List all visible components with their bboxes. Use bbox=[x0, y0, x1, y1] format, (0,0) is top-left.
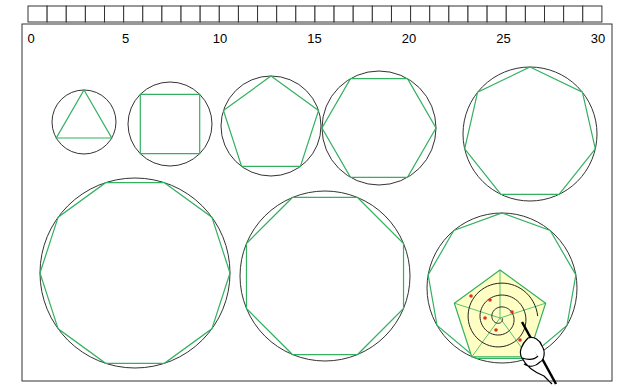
ruler-number: 10 bbox=[213, 32, 227, 46]
ruler-number: 20 bbox=[402, 32, 416, 46]
ruler-cell bbox=[449, 6, 468, 22]
circle bbox=[52, 90, 116, 154]
ruler-cell bbox=[487, 6, 506, 22]
red-dot bbox=[488, 298, 492, 302]
ruler-cell bbox=[334, 6, 353, 22]
ruler-cell bbox=[506, 6, 525, 22]
red-dot bbox=[469, 294, 473, 298]
hand bbox=[520, 337, 552, 384]
ruler-cell bbox=[105, 6, 124, 22]
ruler-cell bbox=[143, 6, 162, 22]
ruler-number: 15 bbox=[307, 32, 321, 46]
circle bbox=[221, 76, 321, 176]
spiral bbox=[468, 283, 538, 347]
ruler-cell bbox=[200, 6, 219, 22]
radius-line bbox=[500, 303, 546, 318]
ruler bbox=[28, 6, 602, 22]
circle bbox=[240, 191, 410, 361]
ruler-cell bbox=[258, 6, 277, 22]
ruler-cell bbox=[353, 6, 372, 22]
red-dot bbox=[483, 316, 487, 320]
inscribed-polygons bbox=[40, 67, 597, 368]
ruler-cell bbox=[372, 6, 391, 22]
ruler-cell bbox=[66, 6, 85, 22]
spiral-pentagon bbox=[454, 270, 556, 384]
ruler-number: 0 bbox=[27, 32, 34, 46]
radius-line bbox=[454, 303, 500, 318]
circle bbox=[40, 178, 230, 368]
ruler-cell bbox=[391, 6, 410, 22]
circle bbox=[128, 82, 212, 166]
ruler-cell bbox=[124, 6, 143, 22]
ruler-cell bbox=[583, 6, 602, 22]
ruler-cell bbox=[564, 6, 583, 22]
inscribed-polygon bbox=[223, 76, 318, 166]
ruler-cell bbox=[468, 6, 487, 22]
frame bbox=[22, 24, 612, 381]
red-dot bbox=[518, 338, 522, 342]
inscribed-polygon bbox=[140, 94, 199, 153]
red-dot bbox=[510, 310, 514, 314]
circle bbox=[322, 71, 436, 185]
ruler-number: 25 bbox=[496, 32, 510, 46]
circle bbox=[463, 67, 597, 201]
inscribed-polygon bbox=[322, 79, 436, 178]
ruler-cell bbox=[545, 6, 564, 22]
inscribed-polygon bbox=[40, 183, 230, 364]
ruler-cell bbox=[181, 6, 200, 22]
inscribed-polygon bbox=[246, 197, 403, 354]
ruler-cell bbox=[28, 6, 47, 22]
inscribed-polygon bbox=[428, 213, 576, 358]
ruler-cell bbox=[238, 6, 257, 22]
ruler-cell bbox=[296, 6, 315, 22]
ruler-number: 5 bbox=[122, 32, 129, 46]
circle bbox=[427, 213, 577, 363]
red-dot bbox=[494, 328, 498, 332]
ruler-number: 30 bbox=[591, 32, 605, 46]
inscribed-polygon bbox=[56, 90, 111, 138]
ruler-cell bbox=[525, 6, 544, 22]
ruler-cell bbox=[430, 6, 449, 22]
ruler-cell bbox=[219, 6, 238, 22]
ruler-cell bbox=[411, 6, 430, 22]
ruler-cell bbox=[277, 6, 296, 22]
radius-line bbox=[500, 270, 501, 318]
ruler-cell bbox=[47, 6, 66, 22]
ruler-cell bbox=[315, 6, 334, 22]
ruler-cell bbox=[85, 6, 104, 22]
inscribed-polygon bbox=[465, 67, 596, 194]
ruler-cell bbox=[162, 6, 181, 22]
